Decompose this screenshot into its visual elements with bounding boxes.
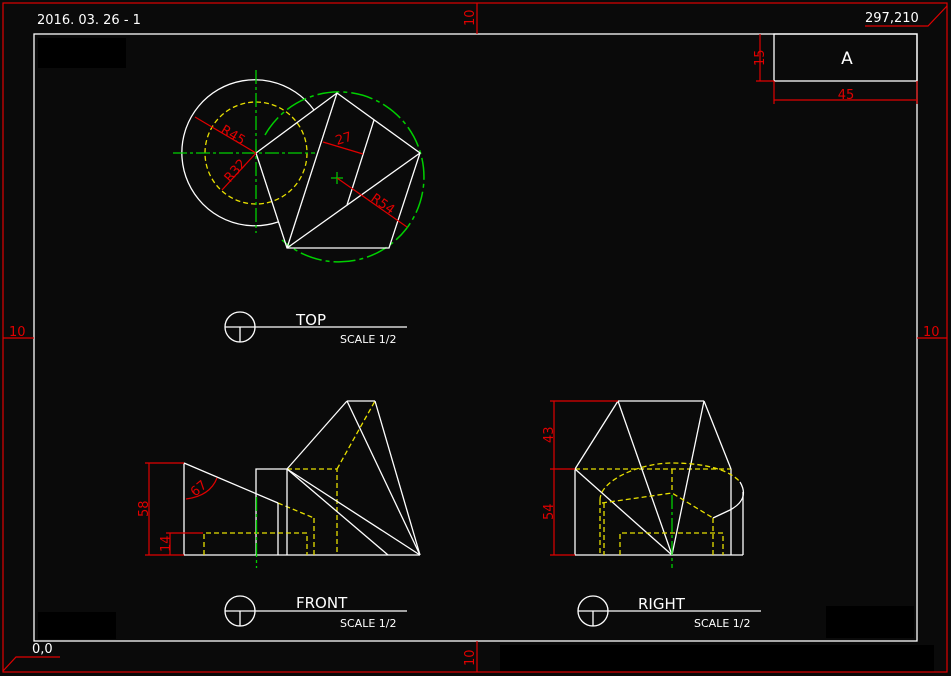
mask-block (826, 606, 914, 638)
views-front-scale: SCALE 1/2 (340, 617, 396, 630)
views-right-dims-h54: 54 (542, 503, 557, 520)
views-right-dims-h43: 43 (542, 426, 557, 443)
sheet-size-label: 297,210 (865, 5, 948, 27)
views-right-scale: SCALE 1/2 (694, 617, 750, 630)
sheet-origin-label: 0,0 (32, 642, 53, 657)
views-front-title: FRONT (296, 594, 348, 612)
front-view: 58 14 67 (137, 400, 421, 568)
top-view: R45 R32 27 R54 (173, 70, 425, 263)
pentagon-outline (255, 92, 421, 249)
views-top-scale: SCALE 1/2 (340, 333, 396, 346)
mask-block (500, 645, 934, 672)
sheet-margin-top: 10 (463, 9, 478, 26)
circle-r54 (264, 91, 425, 263)
right-view: 43 54 (542, 400, 745, 568)
views-front-dims-a67: 67 (188, 478, 210, 500)
outer-circle-r45 (181, 79, 315, 227)
sheet-margin-right: 10 (923, 325, 940, 340)
sheet-margin-bottom: 10 (463, 649, 478, 666)
views-front-dims-h14: 14 (159, 535, 174, 552)
views-right-title: RIGHT (638, 595, 686, 613)
sheet-margin-left: 10 (9, 325, 26, 340)
views-top-title: TOP (295, 311, 326, 329)
sheet-size-label: 297,210 (865, 11, 919, 26)
views-top-dims-r54: R54 (368, 191, 398, 218)
right-view-label: RIGHT SCALE 1/2 (577, 595, 761, 630)
views-top-dims-r45: R45 (218, 123, 248, 149)
title-block-label: A (841, 49, 853, 69)
views-top-dims-d27: 27 (334, 130, 354, 149)
mask-block (38, 612, 116, 639)
title-block-width-dim: 45 (838, 88, 855, 103)
title-block-height-dim: 15 (753, 49, 768, 66)
title-block: A 15 45 (753, 33, 918, 104)
mask-block (38, 38, 126, 68)
origin-label: 0,0 (2, 642, 60, 672)
margin-annotations: 10 10 10 10 (3, 3, 947, 672)
top-view-label: TOP SCALE 1/2 (224, 311, 407, 346)
drawing-stamp: 2016. 03. 26 - 1 (37, 13, 141, 28)
front-view-label: FRONT SCALE 1/2 (224, 594, 407, 630)
views-top-dims-r32: R32 (222, 156, 250, 185)
views-front-dims-h58: 58 (137, 500, 152, 517)
